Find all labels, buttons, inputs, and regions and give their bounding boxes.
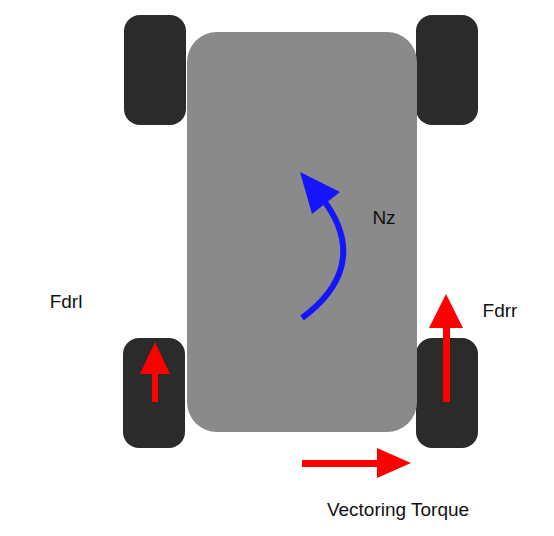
force-arrowhead bbox=[140, 342, 170, 374]
car-body bbox=[187, 32, 417, 432]
force-label: Fdrr bbox=[483, 301, 518, 322]
force-arrow bbox=[443, 326, 450, 402]
wheel bbox=[124, 15, 186, 125]
torque-arrowhead bbox=[377, 448, 411, 478]
yaw-arrowhead bbox=[300, 172, 340, 214]
wheel bbox=[416, 15, 478, 125]
force-arrow bbox=[152, 372, 158, 402]
force-label: Fdrl bbox=[50, 292, 83, 313]
wheel bbox=[123, 338, 185, 448]
yaw-arc bbox=[302, 198, 343, 318]
force-label: Vectoring Torque bbox=[327, 500, 469, 521]
force-arrowhead bbox=[429, 294, 463, 328]
torque-arrow bbox=[302, 460, 380, 467]
force-label: Nz bbox=[372, 208, 395, 229]
